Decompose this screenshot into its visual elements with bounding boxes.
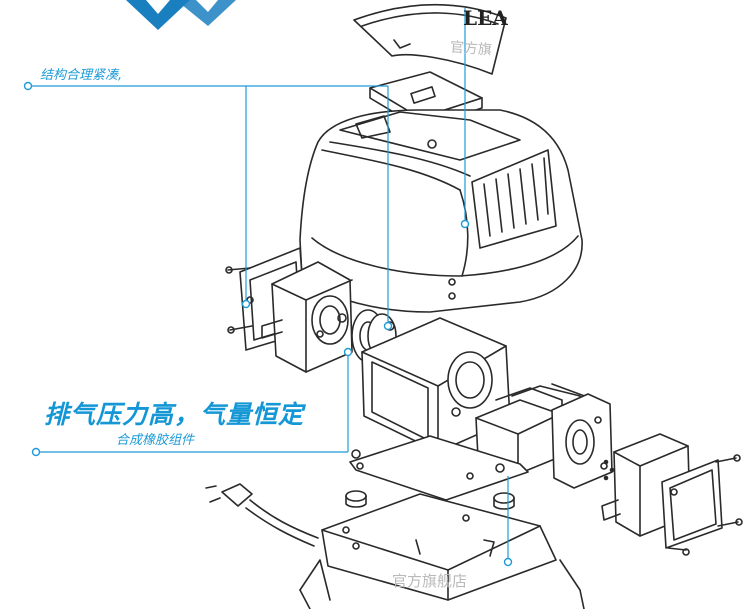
top-cover-sheet xyxy=(353,3,507,75)
right-end-plate xyxy=(661,454,743,556)
brand-logo-text: LEA xyxy=(463,6,508,30)
watermark-bottom: 官方旗舰店 xyxy=(392,572,468,590)
power-cord xyxy=(205,483,319,547)
callout-dots xyxy=(23,81,513,567)
main-housing xyxy=(299,109,583,313)
chevron-logo xyxy=(126,0,236,30)
callout-rubber-components: 合成橡胶组件 xyxy=(116,433,195,448)
callout-high-pressure: 排气压力高，气量恒定 xyxy=(44,400,305,429)
vent-grille xyxy=(471,149,557,249)
pcb-tray xyxy=(321,493,557,601)
right-pump-head xyxy=(551,393,613,489)
callout-leaders xyxy=(30,8,509,562)
magnet-core xyxy=(361,317,511,453)
left-pump-head xyxy=(261,261,353,373)
base-gasket xyxy=(349,435,529,501)
base-frame xyxy=(299,559,585,610)
watermark-top: 官方旗 xyxy=(449,39,493,59)
callout-compact-structure: 结构合理紧凑, xyxy=(40,68,123,83)
